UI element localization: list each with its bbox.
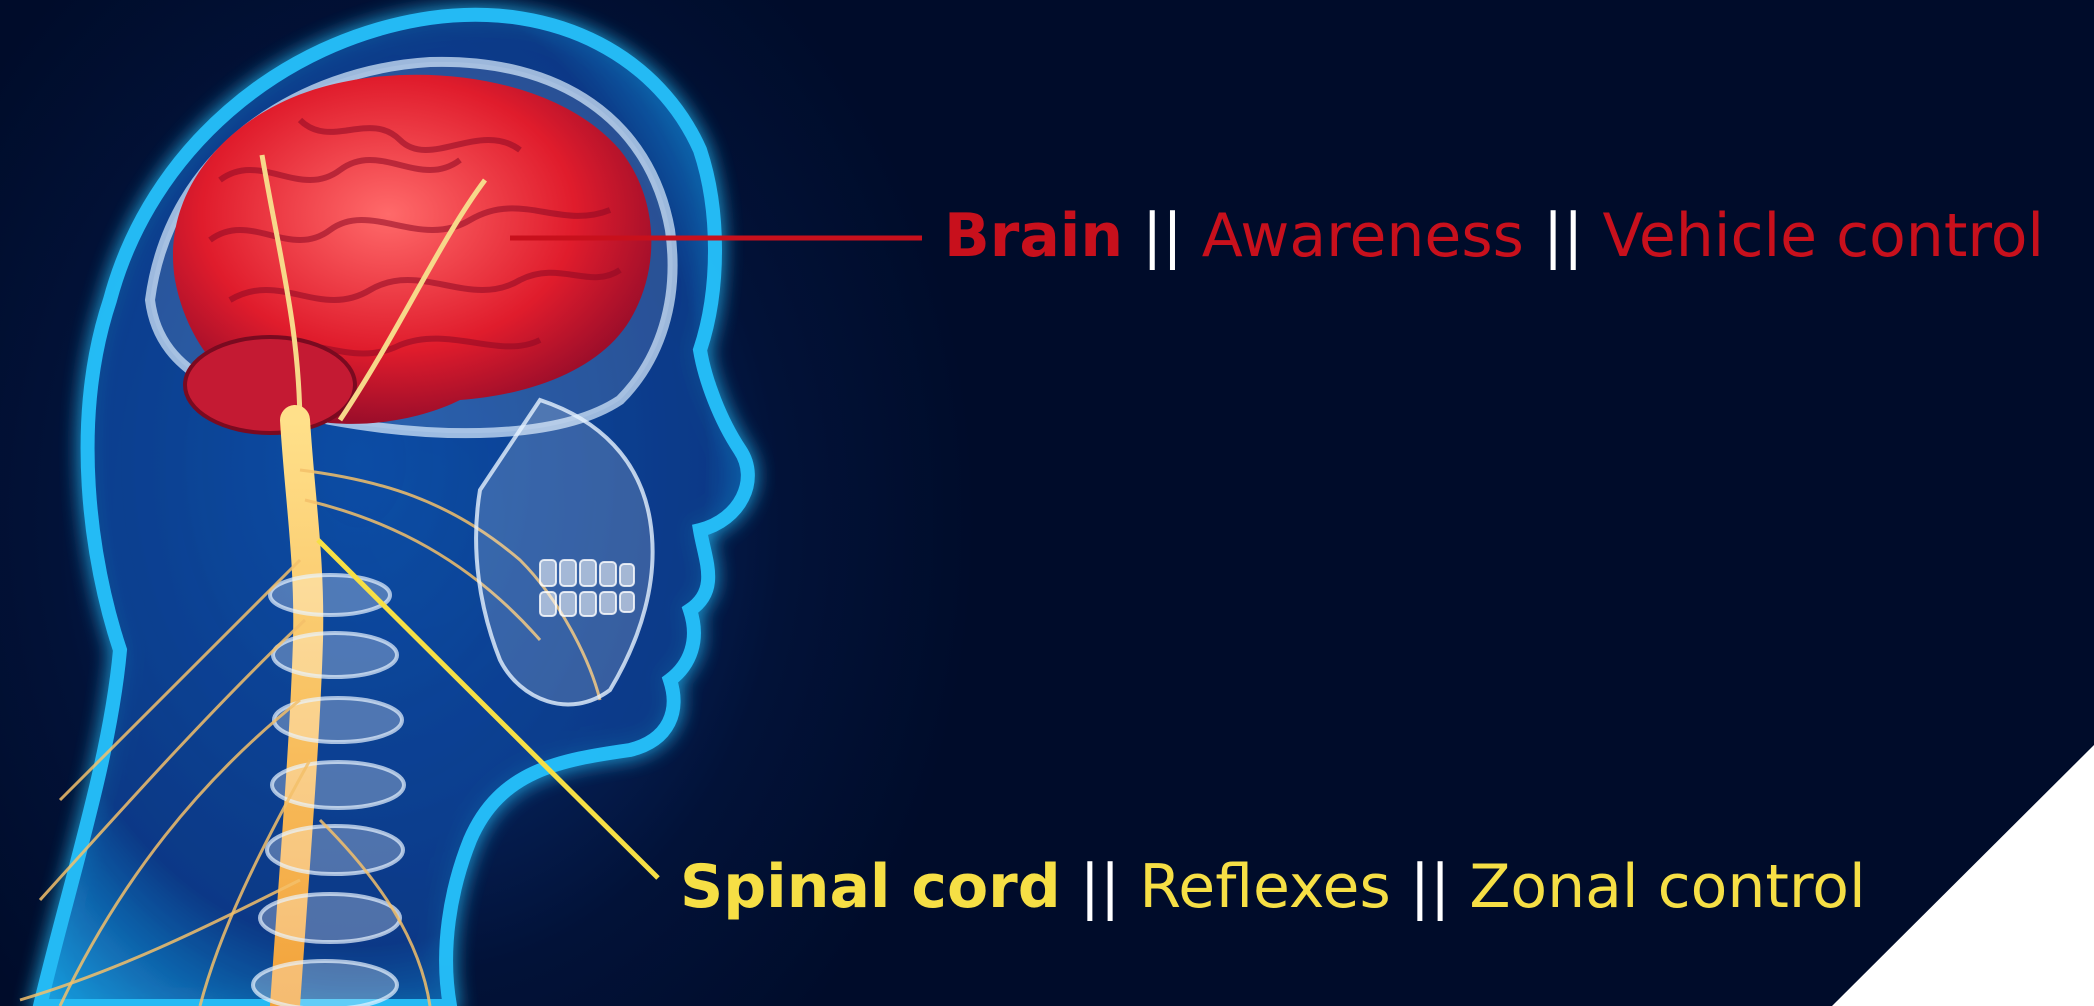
brain-label: Brain || Awareness || Vehicle control: [944, 200, 2044, 272]
spinal-title: Spinal cord: [680, 852, 1061, 922]
brain-title: Brain: [944, 201, 1123, 271]
brain-separator-2: ||: [1543, 201, 1583, 271]
spinal-separator-1: ||: [1080, 852, 1120, 922]
brain-item-awareness: Awareness: [1202, 201, 1524, 271]
spinal-item-zonal-control: Zonal control: [1469, 852, 1865, 922]
spinal-cord-label: Spinal cord || Reflexes || Zonal control: [680, 851, 1866, 923]
spinal-item-reflexes: Reflexes: [1139, 852, 1390, 922]
spinal-separator-2: ||: [1410, 852, 1450, 922]
brain-separator-1: ||: [1142, 201, 1182, 271]
brain-item-vehicle-control: Vehicle control: [1602, 201, 2044, 271]
